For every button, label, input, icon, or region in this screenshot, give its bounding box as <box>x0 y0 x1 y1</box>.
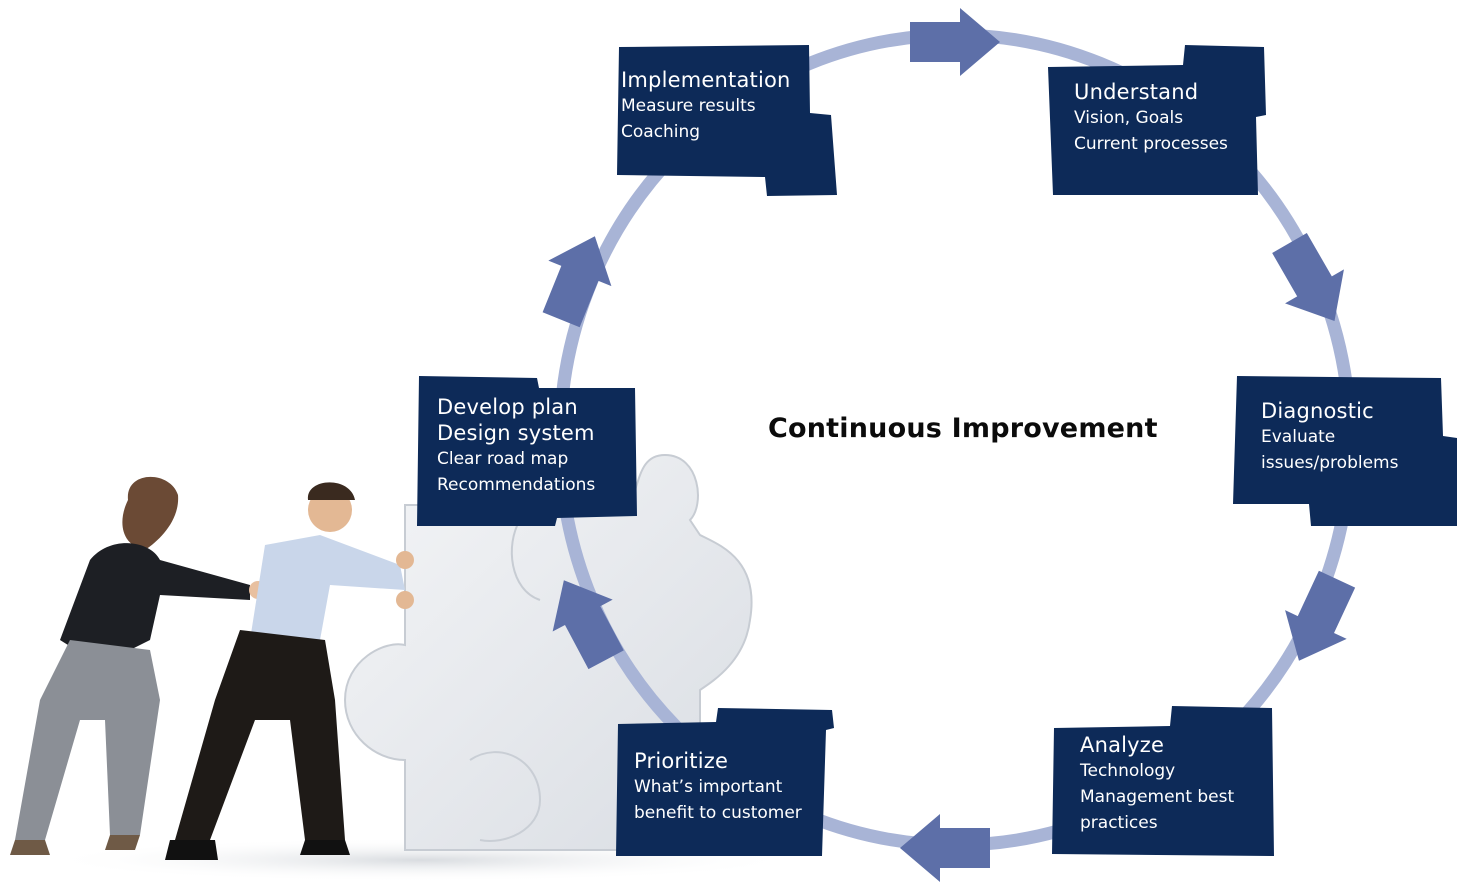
stage-heading: Prioritize <box>634 749 729 773</box>
stage-heading: Develop plan <box>437 395 578 419</box>
stage-text: Understand Vision, Goals Current process… <box>1074 79 1228 157</box>
stage-heading: Implementation <box>621 68 791 92</box>
stage-detail: Management best <box>1080 787 1235 807</box>
stage-box-shape <box>617 45 837 196</box>
arrow-icon <box>900 814 990 882</box>
stage-detail: What’s important <box>634 777 783 797</box>
stage-detail: Coaching <box>621 122 701 142</box>
stage-box-shape <box>616 708 834 856</box>
arrow-icon <box>1285 570 1356 661</box>
stage-detail: Clear road map <box>437 449 569 469</box>
stage-diagnostic: Diagnostic Evaluate issues/problems <box>1233 376 1459 528</box>
stage-detail: practices <box>1080 813 1158 833</box>
stage-heading: Design system <box>437 421 595 445</box>
stage-heading: Diagnostic <box>1261 399 1374 423</box>
stage-box-shape <box>1052 706 1274 856</box>
stage-implementation: Implementation Measure results Coaching <box>617 45 839 197</box>
arrow-icon <box>1272 233 1344 321</box>
arrow-icon <box>542 236 612 328</box>
stage-detail: Recommendations <box>437 475 596 495</box>
arrow-icon <box>910 8 1000 76</box>
stage-detail: Measure results <box>621 96 756 116</box>
stage-detail: Vision, Goals <box>1074 108 1184 128</box>
man-figure <box>165 482 414 860</box>
stage-text: Develop plan Design system Clear road ma… <box>437 394 595 498</box>
stage-text: Diagnostic Evaluate issues/problems <box>1261 398 1398 476</box>
stage-box-shape <box>1233 376 1457 526</box>
stage-box-shape <box>417 376 637 526</box>
stage-develop-plan: Develop plan Design system Clear road ma… <box>417 376 639 528</box>
stage-heading: Analyze <box>1080 733 1165 757</box>
stage-understand: Understand Vision, Goals Current process… <box>1048 45 1268 197</box>
stage-detail: Evaluate <box>1261 427 1336 447</box>
stage-analyze: Analyze Technology Management best pract… <box>1052 706 1276 858</box>
stage-heading: Understand <box>1074 80 1199 104</box>
stage-prioritize: Prioritize What’s important benefit to c… <box>616 708 836 860</box>
stage-text: Implementation Measure results Coaching <box>621 67 791 145</box>
center-title: Continuous Improvement <box>768 413 1158 444</box>
stage-box-shape <box>1048 45 1266 195</box>
stage-detail: benefit to customer <box>634 803 802 823</box>
stage-detail: Technology <box>1080 761 1176 781</box>
stage-detail: issues/problems <box>1261 453 1399 473</box>
stage-text: Prioritize What’s important benefit to c… <box>634 748 802 826</box>
stage-text: Analyze Technology Management best pract… <box>1080 732 1234 836</box>
arrow-icon <box>552 580 624 670</box>
stage-detail: Current processes <box>1074 134 1228 154</box>
